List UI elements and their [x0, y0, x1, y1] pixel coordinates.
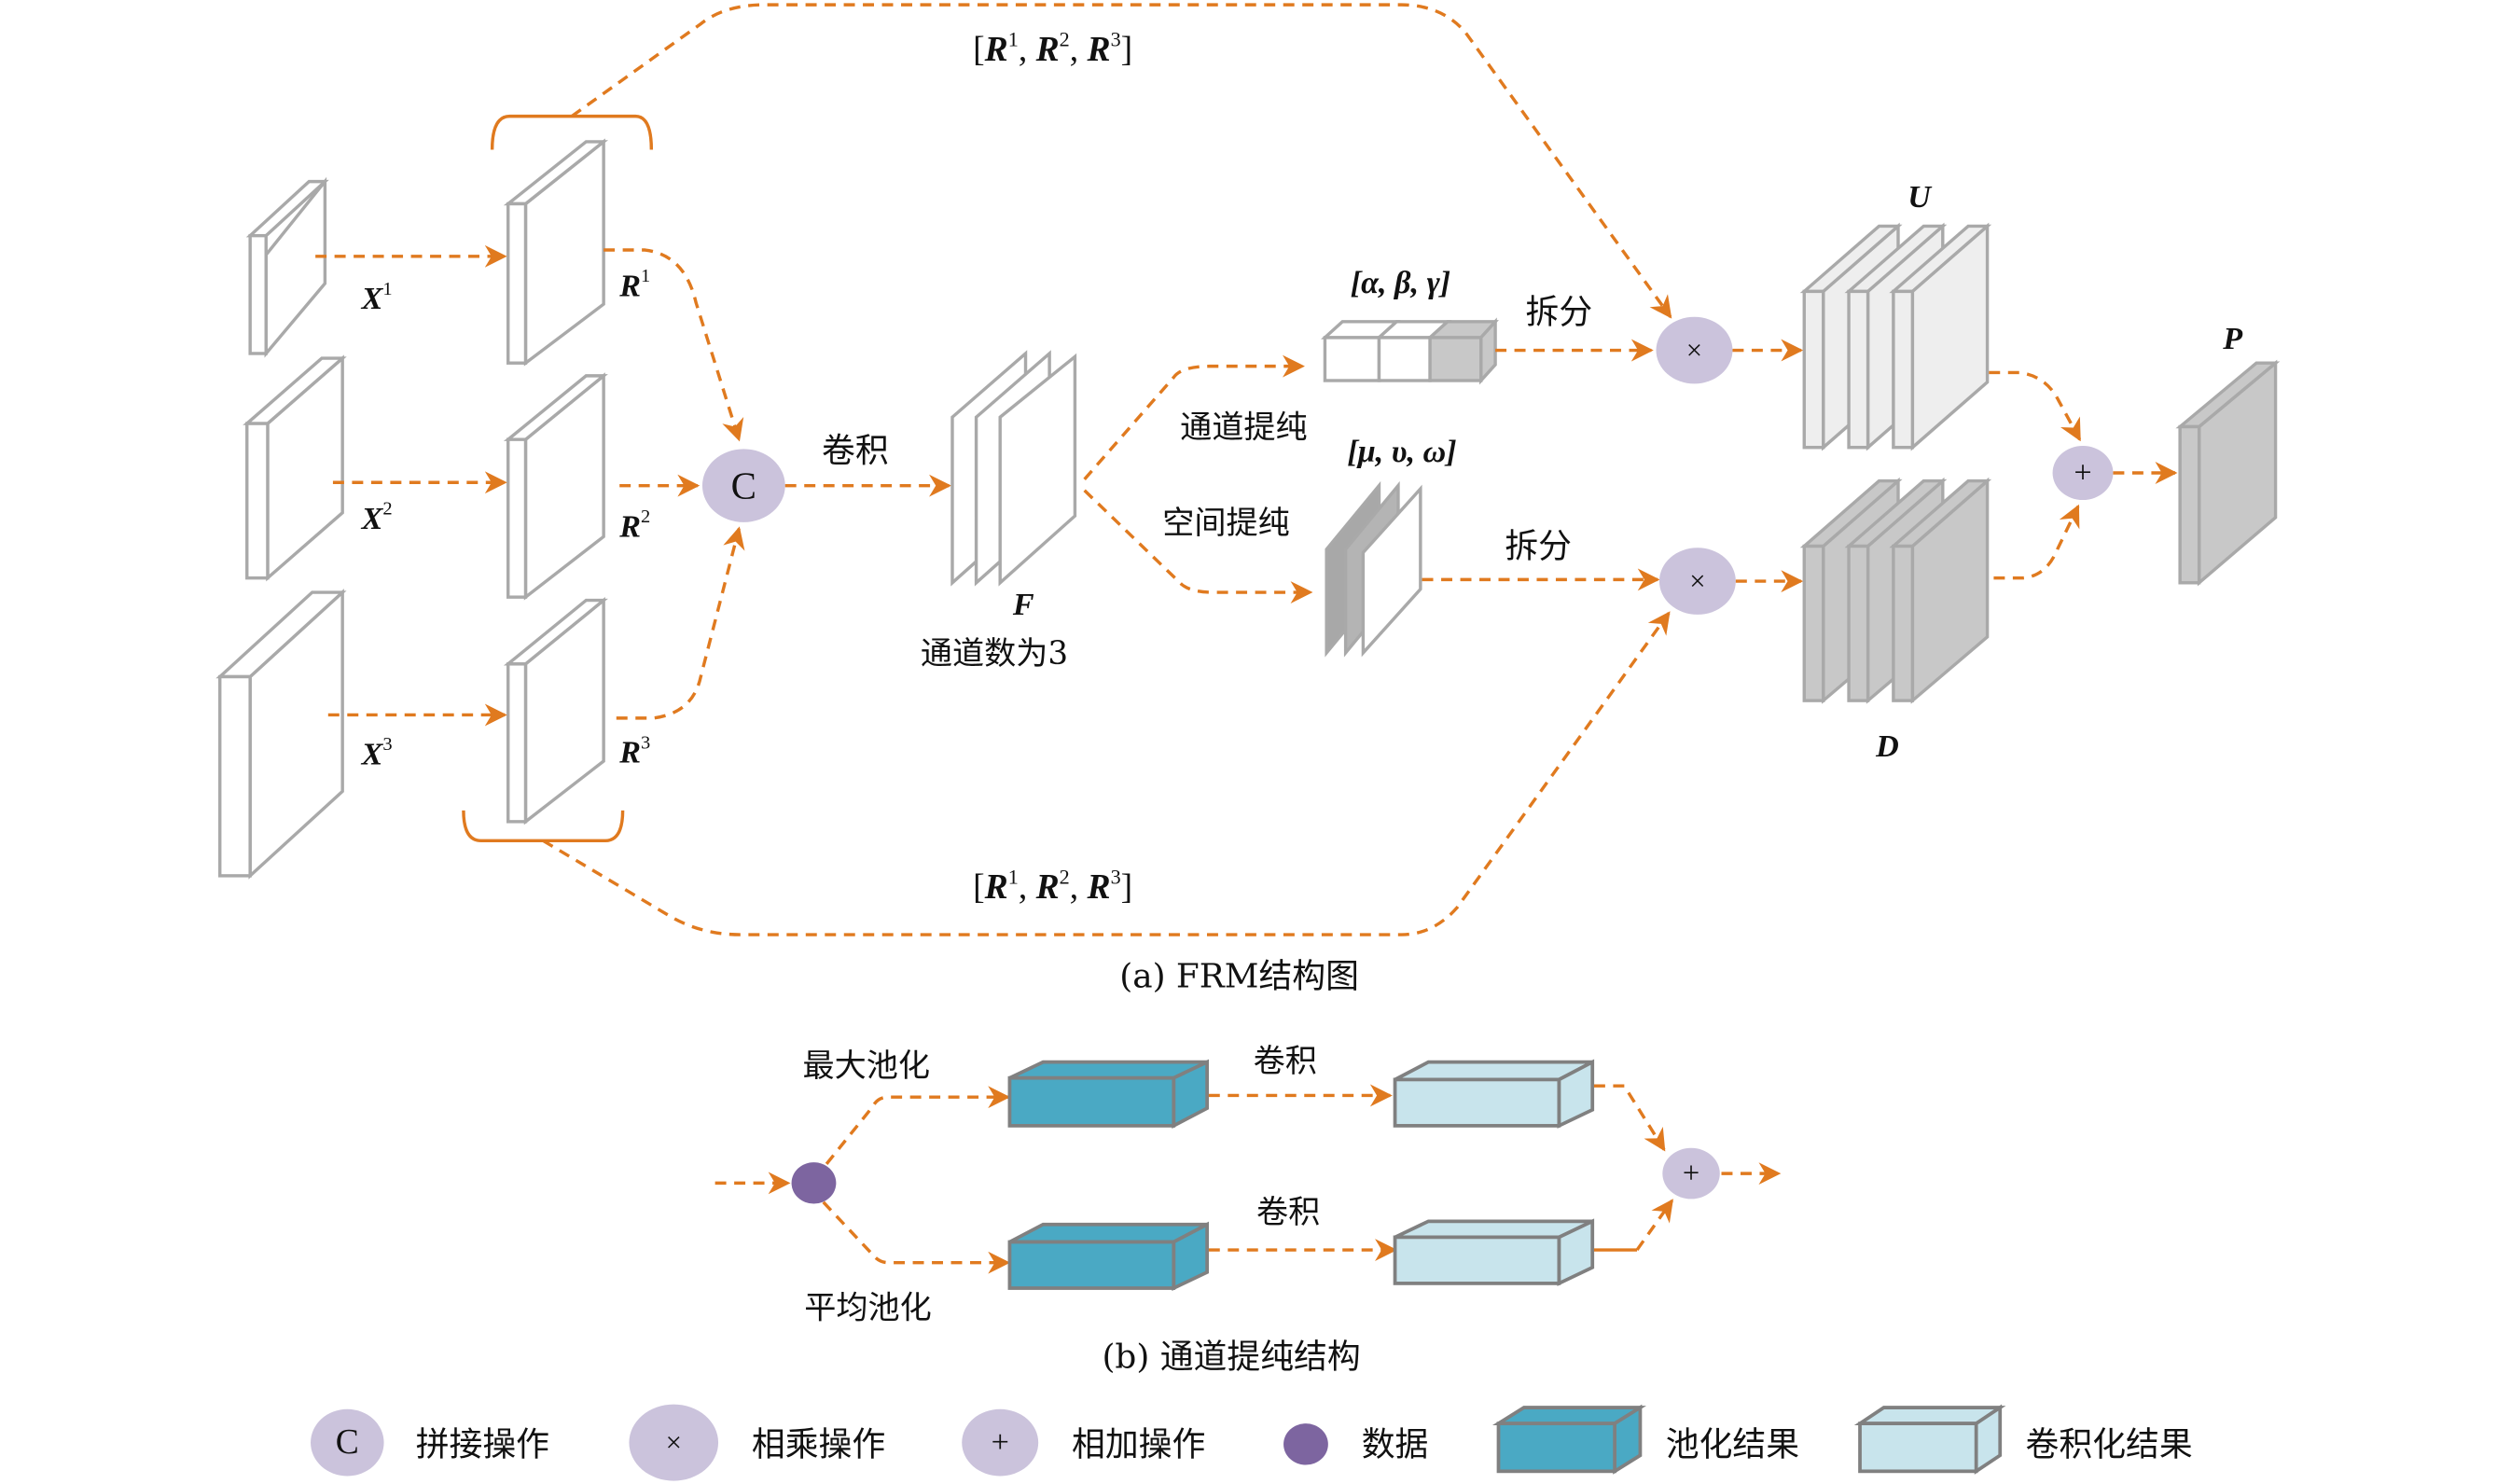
channel-weights-label: [α, β, γ]: [1351, 266, 1450, 300]
arrow-top-add: [1593, 1084, 1666, 1152]
label-x2: X2: [361, 498, 393, 535]
caption-a: (a) FRM结构图: [1119, 957, 1359, 995]
legend-item-data: 数据: [1283, 1423, 1429, 1465]
brace-bottom: [462, 810, 625, 843]
split-label-top: 拆分: [1526, 294, 1593, 332]
label-f: F: [1012, 588, 1034, 622]
conv-label-top: 卷积: [1254, 1043, 1317, 1080]
label-r3: R3: [618, 732, 650, 770]
svg-text:C: C: [336, 1423, 359, 1462]
concat-operator: C: [701, 449, 785, 522]
spatial-weights-label: [μ, υ, ω]: [1347, 435, 1456, 469]
conv-label: 卷积: [822, 432, 889, 470]
legend-item-add: + 相加操作: [962, 1408, 1205, 1477]
svg-text:池化结果: 池化结果: [1666, 1425, 1799, 1463]
multiply-operator-top: ×: [1656, 316, 1733, 384]
label-u: U: [1907, 180, 1933, 215]
feature-channels-label: 通道数为3: [921, 635, 1068, 673]
svg-text:+: +: [1683, 1157, 1699, 1190]
skip-label-bottom: [R1, R2, R3]: [973, 865, 1132, 906]
input-plate-x1: [245, 176, 329, 358]
channel-refine-label: 通道提纯: [1180, 409, 1308, 446]
svg-text:×: ×: [1686, 335, 1702, 367]
spatial-refine-label: 空间提纯: [1162, 505, 1290, 542]
skip-label-top: [R1, R2, R3]: [973, 28, 1132, 69]
skip-connection-bottom: [542, 611, 1671, 936]
avg-pool-result: [1007, 1221, 1209, 1292]
legend-item-pool-result: 池化结果: [1491, 1404, 1799, 1475]
svg-text:相加操作: 相加操作: [1072, 1425, 1205, 1463]
add-operator-a: +: [2052, 445, 2114, 501]
part-a: X1 X2 X3 R1 R2 R3 C 卷积 F 通道数为3: [215, 3, 2281, 995]
label-r2: R2: [618, 506, 650, 544]
arrow-max-pool: [825, 1086, 1011, 1165]
svg-text:卷积化结果: 卷积化结果: [2026, 1425, 2193, 1463]
svg-text:+: +: [992, 1425, 1009, 1460]
conv-result-icon: [1853, 1404, 2006, 1475]
data-node: [791, 1162, 837, 1204]
arrow-r1-concat: [603, 248, 744, 442]
concat-op-icon: [311, 1408, 384, 1477]
label-x1: X1: [361, 279, 393, 316]
multiply-operator-bottom: ×: [1658, 548, 1736, 615]
arrow-r3-concat: [616, 526, 745, 720]
output-stack-d: [1799, 477, 1992, 704]
svg-text:数据: 数据: [1362, 1425, 1429, 1463]
channel-weights-vector: [1321, 317, 1499, 385]
max-pool-label: 最大池化: [803, 1047, 931, 1085]
add-op-icon: [962, 1408, 1039, 1477]
pool-result-icon: [1491, 1404, 1646, 1475]
arrow-d-add: [1993, 504, 2080, 580]
legend-item-conv-result: 卷积化结果: [1853, 1404, 2193, 1475]
arrow-channel-refine: [1083, 354, 1305, 480]
feature-stack-f: [950, 350, 1077, 587]
label-p: P: [2222, 322, 2243, 356]
add-operator-b: +: [1662, 1147, 1720, 1200]
refined-plate-r3: [503, 596, 608, 825]
split-label-bottom: 拆分: [1505, 527, 1572, 565]
conv-label-bottom: 卷积: [1256, 1194, 1320, 1231]
arrow-avg-pool: [822, 1200, 1011, 1274]
legend: C 拼接操作 × 相乘操作 + 相加操作 数据 池化结果: [311, 1404, 2193, 1481]
input-plate-x3: [215, 589, 347, 880]
svg-text:拼接操作: 拼接操作: [416, 1425, 549, 1463]
output-plate-p: [2175, 359, 2281, 587]
refined-plate-r1: [503, 138, 609, 367]
max-pool-result: [1007, 1059, 1209, 1130]
legend-item-concat: C 拼接操作: [311, 1408, 549, 1477]
conv-result-bottom: [1393, 1218, 1595, 1286]
svg-text:相乘操作: 相乘操作: [752, 1425, 885, 1463]
data-node-icon: [1283, 1423, 1328, 1465]
output-stack-u: [1799, 222, 1992, 451]
input-plate-x2: [243, 354, 347, 582]
avg-pool-label: 平均池化: [804, 1289, 932, 1326]
brace-top: [490, 114, 654, 150]
arrow-bottom-add: [1635, 1199, 1673, 1252]
conv-result-top: [1393, 1059, 1595, 1129]
svg-text:C: C: [731, 465, 756, 507]
skip-connection-top: [570, 3, 1672, 319]
svg-text:+: +: [2074, 456, 2091, 491]
arrow-spatial-refine: [1083, 489, 1313, 603]
caption-b: (b) 通道提纯结构: [1102, 1338, 1360, 1376]
multiply-op-icon: [629, 1404, 719, 1481]
label-x3: X3: [361, 734, 393, 771]
svg-text:×: ×: [1689, 565, 1705, 597]
svg-text:×: ×: [666, 1427, 682, 1459]
arrow-u-add: [1989, 370, 2082, 442]
refined-plate-r2: [503, 372, 608, 601]
part-b: 最大池化 平均池化 卷积 卷积: [714, 1043, 1782, 1376]
label-r1: R1: [618, 266, 650, 303]
label-d: D: [1875, 729, 1899, 764]
spatial-weights-stack: [1325, 480, 1422, 658]
legend-item-multiply: × 相乘操作: [629, 1404, 885, 1481]
